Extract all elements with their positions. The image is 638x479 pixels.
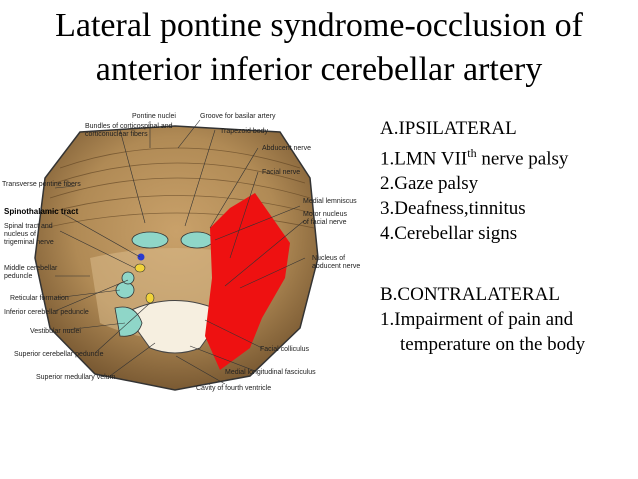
label-superior-velum: Superior medullary velum	[36, 374, 116, 381]
label-nucleus-abd-2: abducent nerve	[312, 263, 360, 270]
label-inferior-peduncle: Inferior cerebellar peduncle	[4, 309, 89, 316]
label-abducent-nerve: Abducent nerve	[262, 145, 311, 152]
label-groove-basilar: Groove for basilar artery	[200, 113, 276, 120]
label-pontine-nuclei: Pontine nuclei	[132, 113, 176, 120]
label-cavity: Cavity of fourth ventricle	[196, 385, 271, 392]
spinothalamic-dot	[137, 253, 145, 261]
label-middle-2: peduncle	[4, 273, 33, 280]
pons-cross-section-diagram: Pontine nuclei Groove for basilar artery…	[2, 113, 360, 392]
ipsi-item1-text: 1.LMN VII	[380, 148, 468, 170]
medial-lemniscus-left	[131, 231, 169, 249]
label-reticular: Reticular formation	[10, 295, 69, 302]
lesion-red-area	[205, 193, 290, 370]
title-line-1: Lateral pontine syndrome-occlusion of	[55, 7, 583, 44]
transverse-fibers	[43, 147, 315, 229]
label-spinal-2: nucleus of	[4, 231, 36, 238]
label-bundles-2: corticonuclear fibers	[85, 131, 148, 138]
superior-cerebellar-peduncle	[145, 292, 155, 304]
label-spinal-1: Spinal tract and	[4, 223, 53, 230]
label-trapezoid: Trapezoid body	[220, 128, 268, 135]
label-superior-peduncle: Superior cerebellar peduncle	[14, 351, 104, 358]
ipsi-item1-text-b: nerve palsy	[476, 148, 569, 170]
label-medial-lemniscus: Medial lemniscus	[303, 198, 357, 205]
label-spinothalamic: Spinothalamic tract	[4, 207, 79, 216]
ipsilateral-item-1: 1.LMN VIIth nerve palsy	[380, 141, 638, 171]
ipsilateral-item-2: 2.Gaze palsy	[380, 173, 479, 195]
label-transverse-fibers: Transverse pontine fibers	[2, 181, 81, 188]
label-vestibular: Vestibular nuclei	[30, 328, 81, 335]
label-facial-colliculus: Facial colliculus	[260, 346, 310, 353]
label-medial-longitudinal: Medial longitudinal fasciculus	[225, 369, 316, 376]
label-middle-1: Middle cerebellar	[4, 265, 58, 272]
ipsilateral-heading: A.IPSILATERAL	[380, 118, 517, 139]
slide-title: Lateral pontine syndrome-occlusion of an…	[0, 4, 638, 92]
ipsilateral-item-3: 3.Deafness,tinnitus	[380, 198, 526, 220]
contralateral-item-1: 1.Impairment of pain and	[380, 309, 574, 331]
inferior-cerebellar-peduncle	[121, 271, 135, 285]
label-motor-2: of facial nerve	[303, 219, 347, 226]
contralateral-heading: B.CONTRALATERAL	[380, 284, 560, 306]
label-facial-nerve: Facial nerve	[262, 169, 300, 176]
label-nucleus-abd-1: Nucleus of	[312, 255, 345, 262]
symptom-list: A.IPSILATERAL 1.LMN VIIth nerve palsy 2.…	[380, 116, 638, 357]
label-bundles-1: Bundles of corticospinal and	[85, 123, 173, 130]
spacer	[380, 246, 638, 282]
title-line-2: anterior inferior cerebellar artery	[95, 51, 543, 88]
ipsi-item1-sup: th	[467, 146, 477, 160]
label-spinal-3: trigeminal nerve	[4, 239, 54, 246]
label-motor-1: Motor nucleus	[303, 211, 347, 218]
spinal-tract-trigeminal	[134, 263, 146, 273]
contralateral-item-1-cont: temperature on the body	[400, 334, 586, 356]
leader-lines	[54, 119, 306, 385]
medial-lemniscus-right	[180, 231, 214, 249]
ipsilateral-item-4: 4.Cerebellar signs	[380, 223, 518, 245]
